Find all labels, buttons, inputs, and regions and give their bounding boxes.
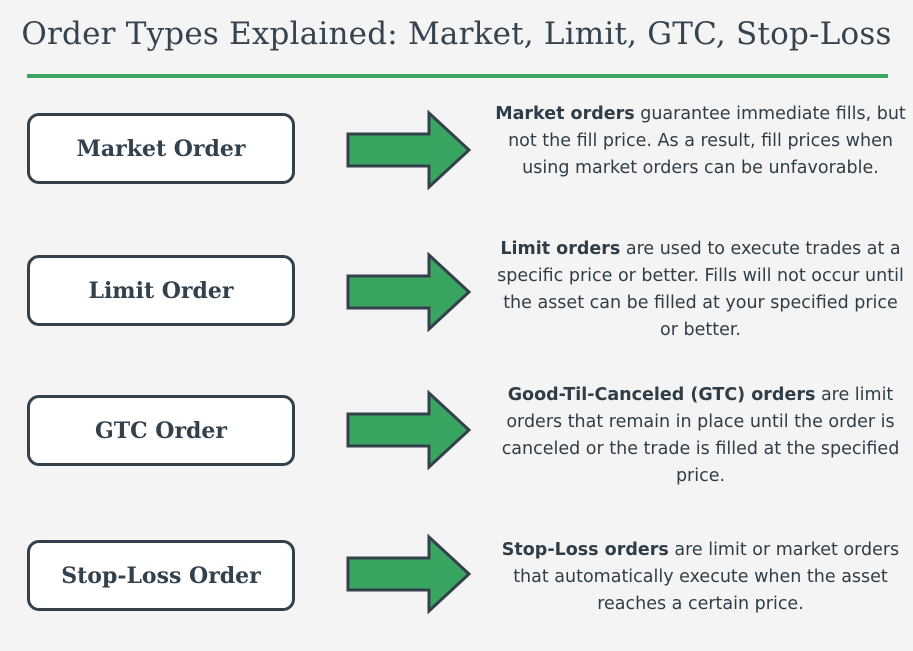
- market-order-description: Market orders guarantee immediate fills,…: [493, 101, 908, 182]
- limit-order-description: Limit orders are used to execute trades …: [493, 236, 908, 344]
- stop-loss-order-text: are limit or market orders that automati…: [513, 540, 900, 614]
- order-row-gtc: GTC Order Good-Til-Canceled (GTC) orders…: [0, 0, 913, 486]
- right-arrow-icon: [346, 534, 472, 614]
- right-arrow-icon: [346, 390, 472, 470]
- title-underline: [27, 74, 888, 78]
- market-order-text: guarantee immediate fills, but not the f…: [508, 104, 906, 178]
- market-order-term: Market orders: [495, 104, 635, 124]
- order-row-market: Market Order Market orders guarantee imm…: [0, 0, 913, 190]
- gtc-order-description: Good-Til-Canceled (GTC) orders are limit…: [493, 382, 908, 490]
- stop-loss-order-box: Stop-Loss Order: [27, 540, 295, 611]
- gtc-order-term: Good-Til-Canceled (GTC) orders: [507, 385, 816, 405]
- gtc-order-box: GTC Order: [27, 395, 295, 466]
- order-row-stop-loss: Stop-Loss Order Stop-Loss orders are lim…: [0, 0, 913, 614]
- stop-loss-order-description: Stop-Loss orders are limit or market ord…: [493, 537, 908, 618]
- order-row-limit: Limit Order Limit orders are used to exe…: [0, 0, 913, 340]
- right-arrow-icon: [346, 110, 472, 190]
- limit-order-text: are used to execute trades at a specific…: [497, 239, 904, 340]
- market-order-box: Market Order: [27, 113, 295, 184]
- page-title: Order Types Explained: Market, Limit, GT…: [21, 16, 892, 52]
- stop-loss-order-term: Stop-Loss orders: [501, 540, 669, 560]
- right-arrow-icon: [346, 252, 472, 332]
- gtc-order-text: are limit orders that remain in place un…: [501, 385, 900, 486]
- limit-order-term: Limit orders: [500, 239, 621, 259]
- limit-order-box: Limit Order: [27, 255, 295, 326]
